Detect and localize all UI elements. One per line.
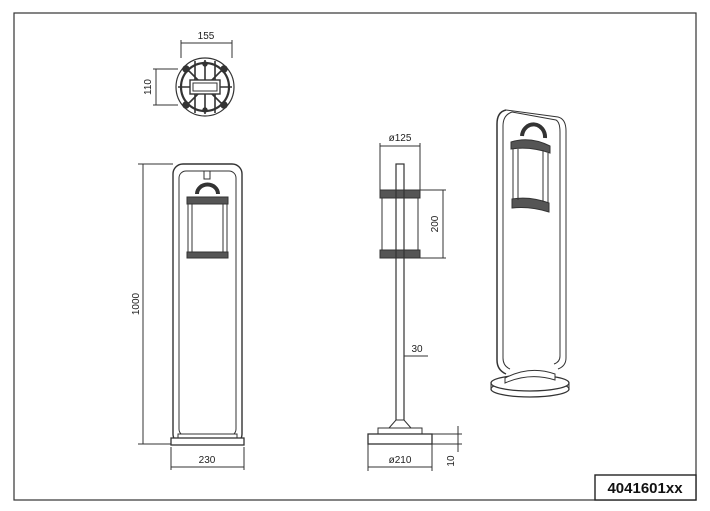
side-view-lantern-diameter-label: ø125 bbox=[389, 133, 412, 144]
top-view-height-label: 110 bbox=[143, 79, 154, 95]
perspective-view bbox=[490, 109, 570, 398]
front-view-height-label: 1000 bbox=[131, 292, 142, 315]
front-view-base-width-label: 230 bbox=[199, 455, 216, 466]
drawing-frame bbox=[13, 12, 697, 501]
side-view-base-height-label: 10 bbox=[446, 455, 457, 467]
side-view-lantern-height-label: 200 bbox=[430, 215, 441, 232]
article-number-frame bbox=[594, 474, 697, 501]
side-view-base-diameter-label: ø210 bbox=[389, 455, 412, 466]
top-view-width-label: 155 bbox=[198, 31, 215, 42]
front-view bbox=[138, 163, 245, 470]
side-view-pole-label: 30 bbox=[411, 344, 423, 355]
top-view bbox=[153, 40, 235, 117]
side-view bbox=[367, 143, 462, 471]
article-number: 4041601xx bbox=[607, 480, 683, 497]
